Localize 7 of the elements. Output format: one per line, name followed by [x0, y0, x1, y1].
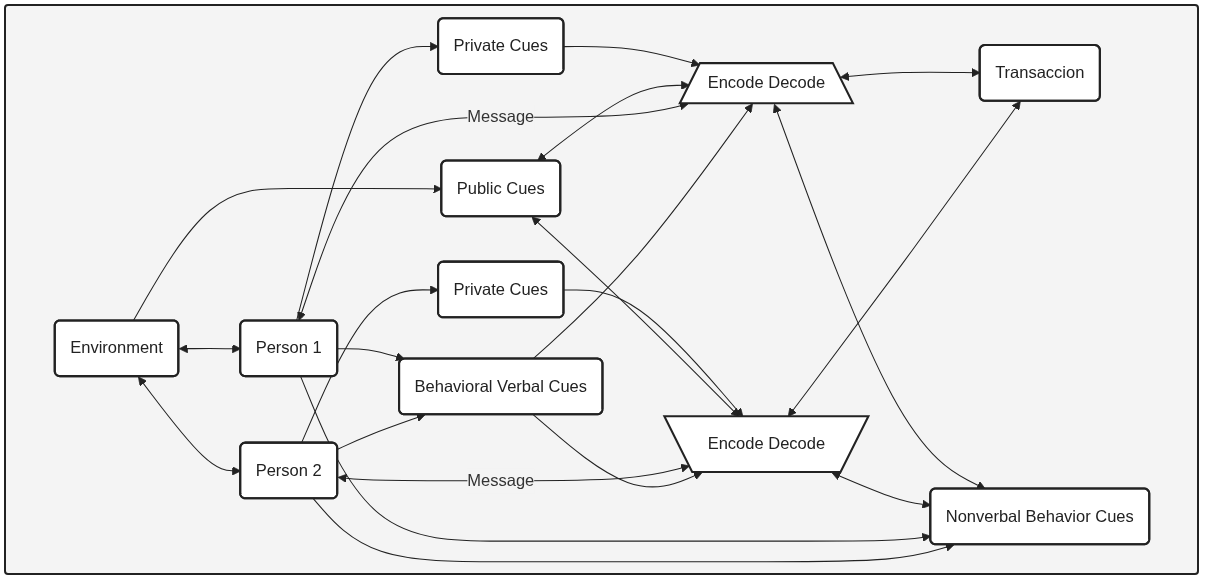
- edge-label: Message: [466, 107, 534, 126]
- arrow: [772, 103, 986, 489]
- arrow: [312, 497, 954, 562]
- arrow: [336, 347, 405, 361]
- edge-label: Message: [466, 471, 534, 489]
- arrow: [562, 45, 700, 67]
- arrow: [532, 413, 703, 487]
